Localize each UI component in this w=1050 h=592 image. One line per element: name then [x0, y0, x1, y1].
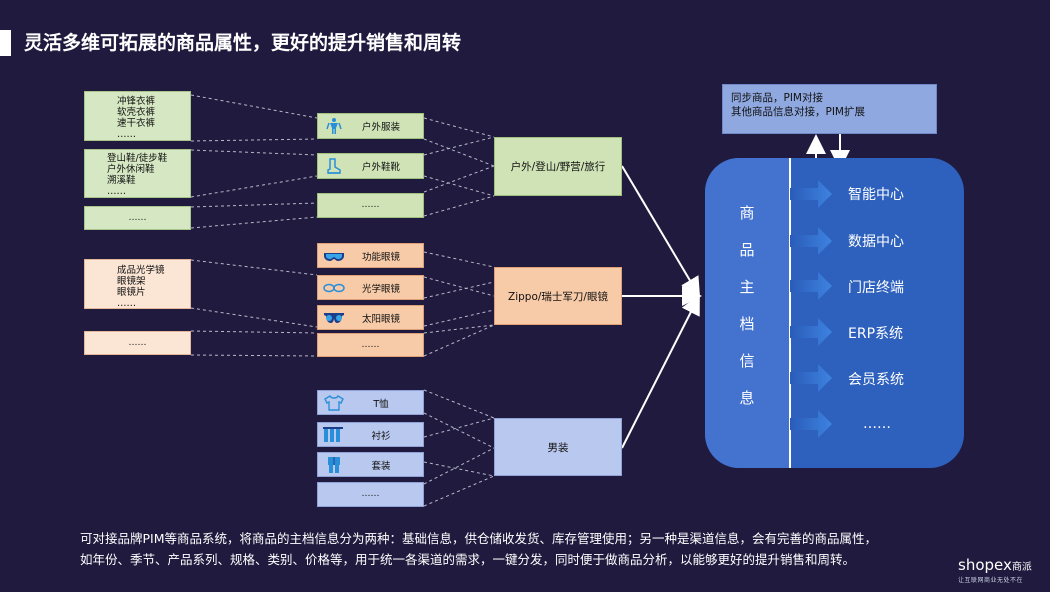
group-menswear: 男装: [494, 418, 622, 476]
system-more: ……: [863, 416, 891, 432]
goggles-icon: [321, 247, 347, 265]
master-char: 信: [739, 352, 755, 370]
source-item: 成品光学镜: [117, 265, 165, 276]
footer-line: 可对接品牌PIM等商品系统，将商品的主档信息分为两种：基础信息，供仓储收发货、库…: [80, 531, 878, 546]
glasses-icon: [321, 279, 347, 297]
source-box-more-outdoor: ……: [84, 206, 191, 230]
tshirt-icon: [321, 394, 347, 412]
master-data-label-panel: [705, 158, 790, 468]
category-outdoor-shoes: 户外鞋靴: [317, 153, 424, 179]
source-item: ……: [107, 186, 126, 197]
category-label: T恤: [373, 398, 389, 410]
hiker-icon: [321, 117, 347, 135]
master-char: 商: [739, 204, 755, 222]
page-title: 灵活多维可拓展的商品属性，更好的提升销售和周转: [24, 32, 462, 54]
logo-brand: shopex: [958, 556, 1012, 574]
group-label: 户外/登山/野营/旅行: [510, 161, 606, 173]
category-shirt: 衬衫: [317, 422, 424, 447]
category-label: 太阳眼镜: [361, 313, 400, 325]
category-tshirt: T恤: [317, 390, 424, 415]
system-arrows: [790, 180, 832, 438]
shirt-icon: [321, 426, 347, 444]
category-suit: 套装: [317, 452, 424, 477]
category-label: 衬衫: [371, 430, 391, 442]
system-data-center: 数据中心: [848, 234, 904, 250]
boot-icon: [321, 157, 347, 175]
category-label: 户外鞋靴: [361, 162, 400, 173]
source-item: 登山鞋/徒步鞋: [107, 153, 168, 164]
master-char: 主: [739, 278, 755, 296]
category-label: ……: [361, 339, 380, 350]
category-label: 光学眼镜: [361, 283, 400, 295]
footer-description: 可对接品牌PIM等商品系统，将商品的主档信息分为两种：基础信息，供仓储收发货、库…: [80, 528, 877, 570]
system-erp: ERP系统: [848, 326, 904, 342]
arrow-icon: [790, 318, 832, 346]
system-store-terminal: 门店终端: [848, 280, 904, 296]
system-member: 会员系统: [848, 372, 904, 388]
group-label: Zippo/瑞士军刀/眼镜: [508, 290, 608, 303]
source-item: 速干衣裤: [117, 118, 156, 129]
footer-line: 如年份、季节、产品系列、规格、类别、价格等，用于统一各渠道的需求，一键分发，同时…: [80, 552, 856, 567]
category-functional-glasses: 功能眼镜: [317, 243, 424, 268]
suit-icon: [321, 456, 347, 474]
pim-line: 其他商品信息对接，PIM扩展: [731, 106, 865, 118]
group-outdoor: 户外/登山/野营/旅行: [494, 137, 622, 196]
master-data-vertical-label: 商 品 主 档 信 息: [737, 195, 757, 417]
arrow-icon: [790, 180, 832, 208]
source-item: ……: [117, 129, 136, 140]
arrow-icon: [790, 364, 832, 392]
source-item: ……: [128, 212, 147, 223]
logo-slogan: 让互联网商业无处不在: [958, 577, 1024, 584]
category-label: 户外服装: [361, 122, 400, 133]
category-sunglasses: 太阳眼镜: [317, 305, 424, 330]
source-item: ……: [128, 337, 147, 348]
master-data-divider: [789, 158, 791, 468]
source-box-eyewear: 成品光学镜 眼镜架 眼镜片 ……: [84, 259, 191, 309]
category-more-menswear: ……: [317, 482, 424, 507]
source-item: 眼镜架: [117, 276, 146, 287]
group-zippo-knife-glasses: Zippo/瑞士军刀/眼镜: [494, 267, 622, 325]
arrow-icon: [790, 227, 832, 255]
source-item: 软壳衣裤: [117, 107, 156, 118]
source-box-more-eyewear: ……: [84, 331, 191, 355]
shopex-logo: shopex商派: [958, 556, 1032, 574]
title-accent-bar: [0, 30, 11, 56]
pim-integration-box: 同步商品，PIM对接 其他商品信息对接，PIM扩展: [722, 84, 937, 134]
source-item: 户外休闲鞋: [107, 164, 155, 175]
category-optical-glasses: 光学眼镜: [317, 275, 424, 300]
logo-sub: 商派: [1011, 562, 1032, 573]
source-box-outdoor-shoes: 登山鞋/徒步鞋 户外休闲鞋 溯溪鞋 ……: [84, 149, 191, 198]
sunglasses-icon: [321, 309, 347, 327]
system-smart-center: 智能中心: [848, 187, 904, 203]
master-char: 品: [739, 241, 755, 259]
category-more-outdoor: ……: [317, 193, 424, 218]
pim-line: 同步商品，PIM对接: [731, 92, 823, 104]
category-outdoor-clothing: 户外服装: [317, 113, 424, 139]
master-char: 息: [739, 389, 755, 407]
arrow-icon: [790, 272, 832, 300]
group-label: 男装: [547, 441, 569, 454]
source-item: 溯溪鞋: [107, 175, 136, 186]
master-char: 档: [739, 315, 755, 333]
category-label: ……: [361, 200, 380, 210]
source-item: ……: [117, 298, 136, 309]
category-more-eyewear: ……: [317, 333, 424, 357]
source-item: 眼镜片: [117, 287, 146, 298]
arrow-icon: [790, 410, 832, 438]
category-label: ……: [361, 489, 380, 499]
source-box-outdoor-clothing: 冲锋衣裤 软壳衣裤 速干衣裤 ……: [84, 91, 191, 141]
category-label: 套装: [371, 460, 391, 472]
source-item: 冲锋衣裤: [117, 96, 156, 107]
category-label: 功能眼镜: [361, 251, 400, 263]
